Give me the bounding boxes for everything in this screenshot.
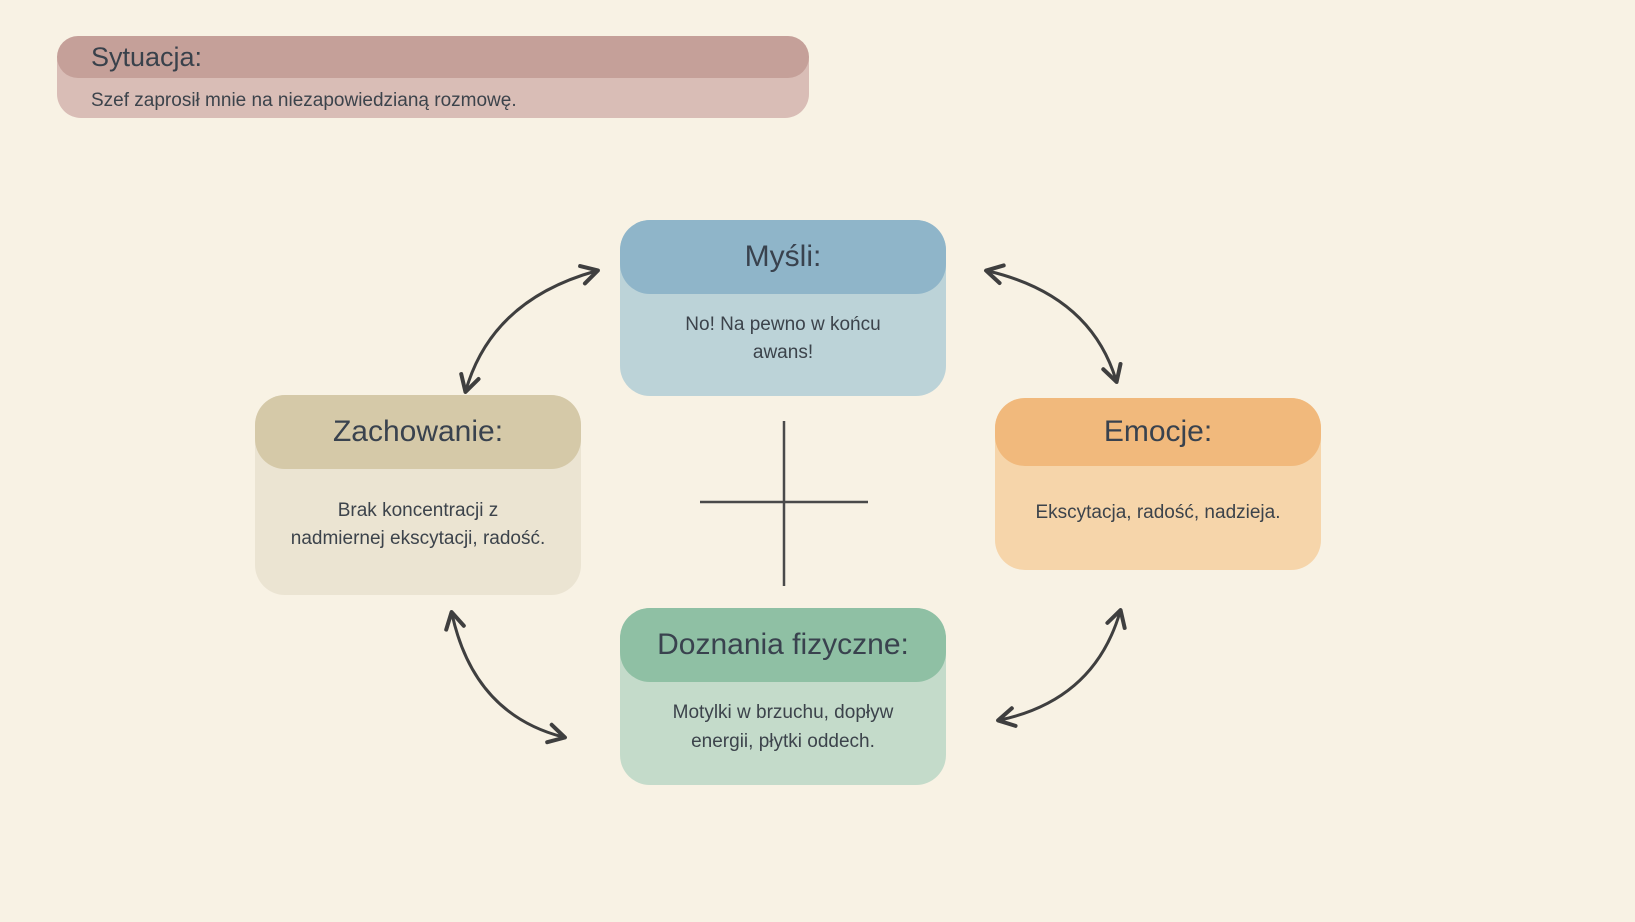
situation-title: Sytuacja: <box>91 41 203 72</box>
node-thoughts-header: Myśli: <box>620 220 946 294</box>
node-behavior-title: Zachowanie: <box>332 415 504 448</box>
node-emotions-header: Emocje: <box>995 398 1321 466</box>
node-emotions-text: Ekscytacja, radość, nadzieja. <box>1035 501 1281 523</box>
node-physical-header: Doznania fizyczne: <box>620 608 946 682</box>
arrow-thoughts-emotions <box>984 263 1123 384</box>
node-behavior: Zachowanie: Brak koncentracji z nadmiern… <box>255 395 581 595</box>
arrow-emotions-physical <box>996 608 1127 728</box>
node-thoughts-text: No! Na pewno w końcu awans! <box>685 313 881 364</box>
node-emotions: Emocje: Ekscytacja, radość, nadzieja. <box>995 398 1321 570</box>
node-physical: Doznania fizyczne: Motylki w brzuchu, do… <box>620 608 946 785</box>
node-emotions-title: Emocje: <box>1103 415 1213 448</box>
node-physical-text: Motylki w brzuchu, dopływ energii, płytk… <box>672 702 894 752</box>
situation-text: Szef zaprosił mnie na niezapowiedzianą r… <box>91 90 517 111</box>
arrow-behavior-thoughts <box>459 264 600 394</box>
node-thoughts: Myśli: No! Na pewno w końcu awans! <box>620 220 946 396</box>
situation-box: Sytuacja: Szef zaprosił mnie na niezapow… <box>57 36 809 118</box>
node-thoughts-title: Myśli: <box>744 240 822 273</box>
node-behavior-text: Brak koncentracji z nadmiernej ekscytacj… <box>290 499 546 550</box>
arrow-physical-behavior <box>444 610 567 745</box>
node-physical-title: Doznania fizyczne: <box>657 628 909 661</box>
node-behavior-header: Zachowanie: <box>255 395 581 469</box>
situation-header: Sytuacja: <box>57 36 809 78</box>
center-cross-icon <box>700 421 868 586</box>
